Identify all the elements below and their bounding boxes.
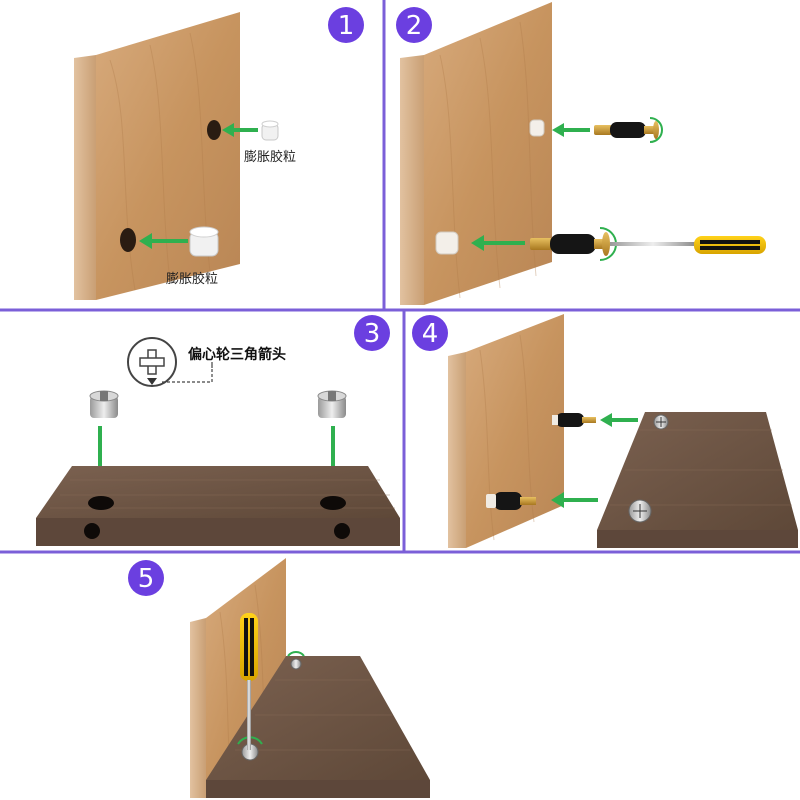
step-number-1: 1 <box>338 11 355 41</box>
cam-lock-left <box>89 390 119 418</box>
shelf-board-top <box>36 466 400 518</box>
board-edge <box>74 55 96 300</box>
expansion-plug-label-bottom: 膨胀胶粒 <box>166 271 218 287</box>
inserted-plug-bottom <box>435 231 459 255</box>
step-badge-1: 1 <box>328 7 364 43</box>
cam-lock-callout <box>127 337 213 387</box>
step-1-panel: 膨胀胶粒 膨胀胶粒 1 <box>74 7 364 300</box>
shelf-board-front <box>36 518 400 546</box>
step-number-3: 3 <box>364 319 381 349</box>
step-2-panel: 2 <box>396 2 766 305</box>
connecting-bolt-top <box>552 413 596 427</box>
bolt-hole-right <box>334 523 350 539</box>
step-number-4: 4 <box>422 319 439 349</box>
step-badge-4: 4 <box>412 315 448 351</box>
shelf-board-top <box>206 656 430 780</box>
cam-hole-right <box>320 496 346 510</box>
insert-arrow-top <box>600 413 638 427</box>
cam-lock-installed-bottom <box>628 499 652 523</box>
step-5-panel: 5 <box>128 558 430 798</box>
expansion-plug-top <box>261 120 279 141</box>
expansion-plug-bottom <box>189 226 219 257</box>
connecting-bolt-top <box>594 117 663 143</box>
insert-arrow-bottom <box>471 235 525 251</box>
step-badge-2: 2 <box>396 7 432 43</box>
cam-lock-installed-top <box>653 414 669 430</box>
dowel-hole-bottom <box>120 228 136 252</box>
screwdriver-icon <box>610 236 766 254</box>
step-badge-3: 3 <box>354 315 390 351</box>
cam-arrow-label: 偏心轮三角箭头 <box>188 346 286 363</box>
expansion-plug-label-top: 膨胀胶粒 <box>244 149 296 165</box>
cam-hole-left <box>88 496 114 510</box>
step-number-2: 2 <box>406 11 423 41</box>
insert-arrow-top <box>552 123 590 137</box>
connecting-bolt-bottom <box>530 227 617 261</box>
bolt-hole-left <box>84 523 100 539</box>
insert-arrow-bottom <box>551 492 598 508</box>
step-number-5: 5 <box>138 564 155 594</box>
cam-lock-installed-top <box>287 651 305 670</box>
shelf-board-top <box>597 412 798 530</box>
wood-board <box>424 2 552 305</box>
screwdriver-icon <box>240 613 258 750</box>
board-edge <box>448 352 466 548</box>
panel-dividers <box>0 0 800 554</box>
step-4-panel: 4 <box>412 314 798 548</box>
insert-arrow-top <box>222 123 258 137</box>
wood-board <box>466 314 564 548</box>
board-edge <box>190 618 206 798</box>
inserted-plug-top <box>529 119 545 137</box>
cam-lock-right <box>317 390 347 418</box>
shelf-board-front <box>206 780 430 798</box>
step-3-panel: 偏心轮三角箭头 <box>36 315 400 546</box>
shelf-board-front <box>597 530 798 548</box>
step-badge-5: 5 <box>128 560 164 596</box>
dowel-hole-top <box>207 120 221 140</box>
insert-arrow-bottom <box>139 233 188 249</box>
board-edge <box>400 55 424 305</box>
connecting-bolt-bottom <box>486 492 536 510</box>
